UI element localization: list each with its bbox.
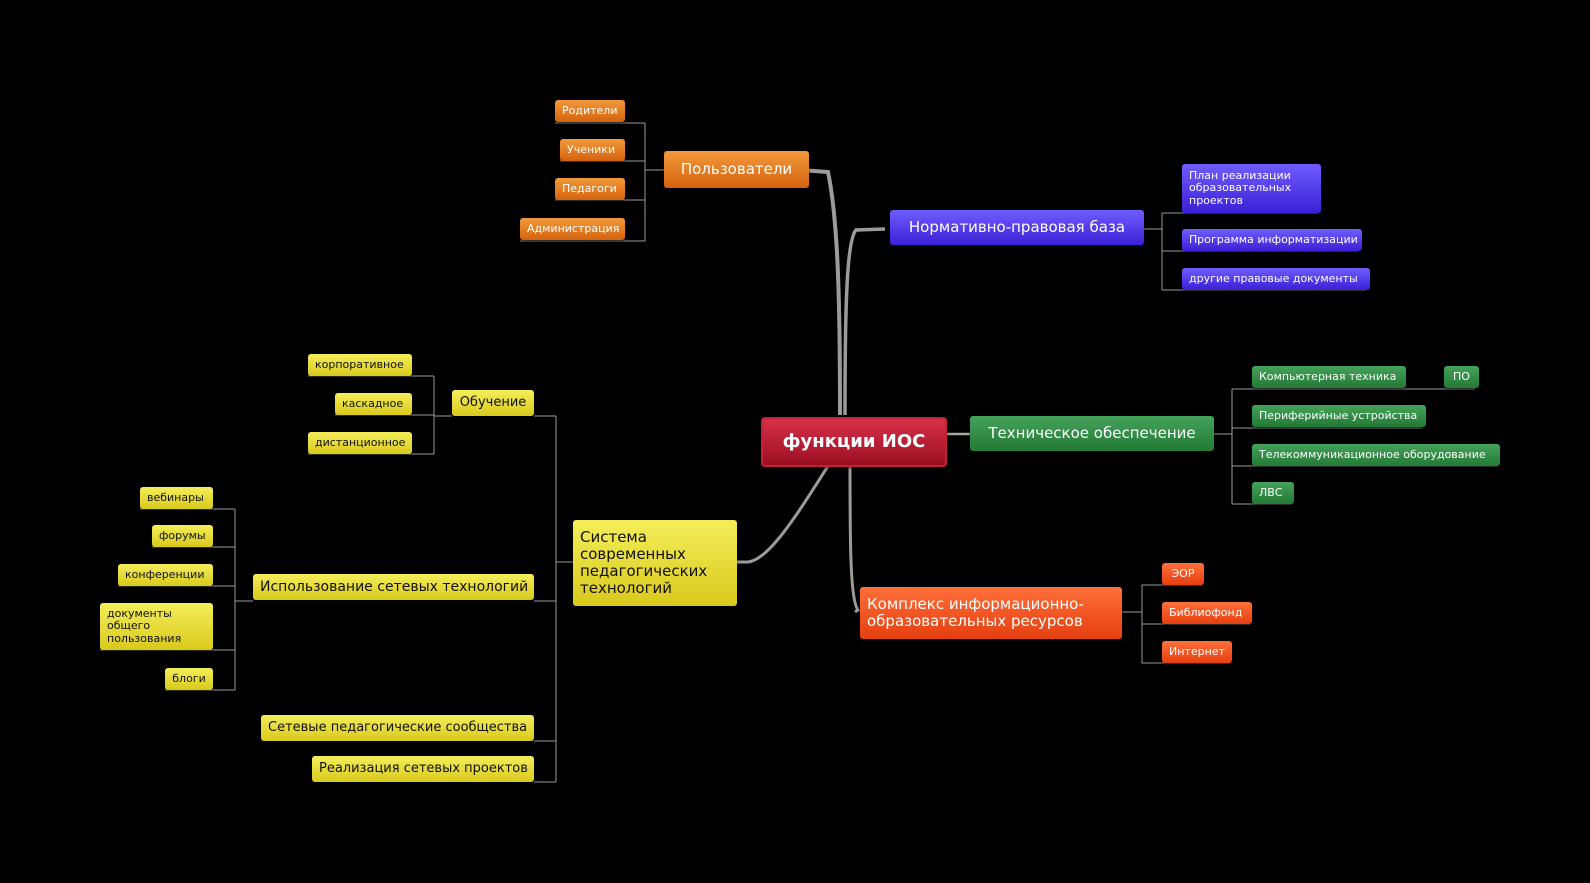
- item-label: План реализации образовательных проектов: [1189, 168, 1292, 207]
- resources-item-library[interactable]: Библиофонд: [1162, 602, 1252, 624]
- network-item-webinars[interactable]: вебинары: [140, 487, 213, 509]
- item-label: форумы: [159, 528, 206, 542]
- resources-node[interactable]: Комплекс информационно-образовательных р…: [860, 587, 1122, 639]
- training-node[interactable]: Обучение: [452, 390, 534, 416]
- projects-node[interactable]: Реализация сетевых проектов: [312, 756, 534, 782]
- network-item-blogs[interactable]: блоги: [165, 668, 213, 690]
- legal-item-other-docs[interactable]: другие правовые документы: [1182, 268, 1370, 290]
- tech-item-computers[interactable]: Компьютерная техника: [1252, 366, 1406, 388]
- projects-label: Реализация сетевых проектов: [319, 760, 528, 776]
- resources-item-internet[interactable]: Интернет: [1162, 641, 1232, 663]
- tech-label: Техническое обеспечение: [988, 423, 1196, 442]
- network-item-forums[interactable]: форумы: [152, 525, 213, 547]
- legal-item-plan[interactable]: План реализации образовательных проектов: [1182, 164, 1321, 213]
- item-label: Компьютерная техника: [1259, 369, 1397, 383]
- legal-node[interactable]: Нормативно-правовая база: [890, 210, 1144, 245]
- item-label: документы общего пользования: [107, 606, 182, 645]
- item-label: Родители: [562, 103, 618, 117]
- tech-node[interactable]: Техническое обеспечение: [970, 416, 1214, 451]
- legal-item-program[interactable]: Программа информатизации: [1182, 229, 1362, 251]
- item-label: Интернет: [1169, 644, 1225, 658]
- item-label: вебинары: [147, 490, 204, 504]
- item-label: Администрация: [527, 221, 620, 235]
- network-label: Использование сетевых технологий: [260, 578, 529, 595]
- item-label: ЛВС: [1259, 485, 1283, 499]
- item-label: ПО: [1453, 369, 1470, 383]
- tech-item-telecom[interactable]: Телекоммуникационное оборудование: [1252, 444, 1500, 466]
- pedagogy-label: Система современных педагогических техно…: [580, 527, 708, 598]
- communities-label: Сетевые педагогические сообщества: [268, 719, 528, 735]
- item-label: дистанционное: [315, 435, 406, 449]
- training-item-cascade[interactable]: каскадное: [335, 393, 412, 415]
- legal-label: Нормативно-правовая база: [908, 217, 1126, 236]
- item-label: другие правовые документы: [1189, 271, 1358, 285]
- item-label: Телекоммуникационное оборудование: [1259, 447, 1486, 461]
- item-label: конференции: [125, 567, 205, 581]
- tech-item-software[interactable]: ПО: [1444, 366, 1479, 388]
- root-node[interactable]: функции ИОС: [761, 417, 947, 467]
- users-item-parents[interactable]: Родители: [555, 100, 625, 122]
- item-label: Педагоги: [562, 181, 617, 195]
- training-item-distance[interactable]: дистанционное: [308, 432, 412, 454]
- item-label: Библиофонд: [1169, 605, 1243, 619]
- users-label: Пользователи: [680, 159, 793, 178]
- item-label: корпоративное: [315, 357, 404, 371]
- training-label: Обучение: [459, 394, 527, 410]
- item-label: каскадное: [342, 396, 404, 410]
- item-label: блоги: [172, 671, 206, 685]
- training-item-corporate[interactable]: корпоративное: [308, 354, 412, 376]
- network-item-conferences[interactable]: конференции: [118, 564, 213, 586]
- network-item-shared-docs[interactable]: документы общего пользования: [100, 603, 213, 650]
- communities-node[interactable]: Сетевые педагогические сообщества: [261, 715, 534, 741]
- root-label: функции ИОС: [782, 430, 926, 452]
- item-label: Программа информатизации: [1189, 232, 1358, 246]
- users-node[interactable]: Пользователи: [664, 151, 809, 188]
- users-item-teachers[interactable]: Педагоги: [555, 178, 625, 200]
- item-label: Периферийные устройства: [1259, 408, 1418, 422]
- pedagogy-node[interactable]: Система современных педагогических техно…: [573, 520, 737, 606]
- users-item-administration[interactable]: Администрация: [520, 218, 625, 240]
- tech-item-lan[interactable]: ЛВС: [1252, 482, 1294, 504]
- item-label: ЭОР: [1171, 566, 1195, 580]
- network-node[interactable]: Использование сетевых технологий: [253, 574, 534, 600]
- resources-item-eor[interactable]: ЭОР: [1162, 563, 1204, 585]
- tech-item-peripherals[interactable]: Периферийные устройства: [1252, 405, 1426, 427]
- item-label: Ученики: [567, 142, 616, 156]
- resources-label: Комплекс информационно-образовательных р…: [867, 594, 1084, 630]
- users-item-students[interactable]: Ученики: [560, 139, 625, 161]
